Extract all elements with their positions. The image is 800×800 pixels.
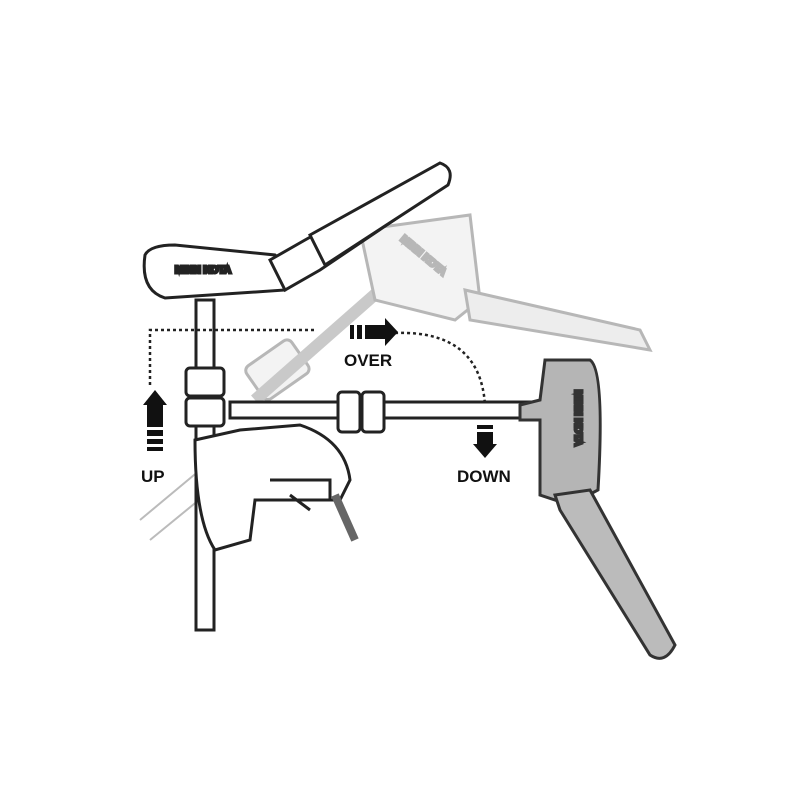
over-label: OVER [344,351,392,370]
down-arrow-icon [473,425,497,458]
over-arrow-icon [350,318,398,346]
intermediate-motor-position: MINN KOTA [244,213,653,405]
logo-text: MINN KOTA [175,265,231,276]
motor-head-lowered: MINN KOTA [518,358,677,660]
motion-path [148,328,487,406]
mount-clamp [193,423,359,552]
horizontal-shaft [228,390,532,434]
down-label: DOWN [457,467,511,486]
motor-head-upright: MINN KOTA [142,161,452,300]
up-arrow-icon [143,390,167,451]
up-label: UP [141,467,165,486]
lowered-logo-text: MINN KOTA [572,390,583,446]
